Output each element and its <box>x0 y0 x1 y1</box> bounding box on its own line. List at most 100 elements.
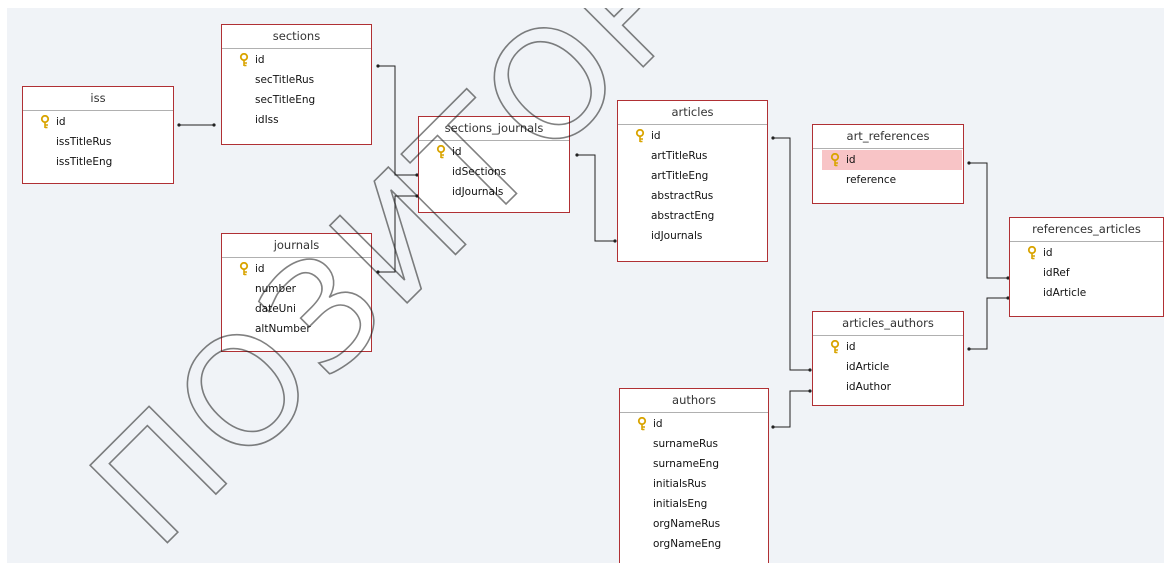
field[interactable]: altNumber <box>222 319 371 339</box>
field-label: reference <box>846 174 897 186</box>
key-icon <box>830 153 840 167</box>
table-journals[interactable]: journals id number dateUni altNumber <box>221 233 372 352</box>
field[interactable]: secTitleRus <box>222 70 371 90</box>
field[interactable]: issTitleRus <box>23 132 173 152</box>
field-primary-key[interactable]: id <box>23 112 173 132</box>
field-label: idArticle <box>1043 287 1087 299</box>
field[interactable]: abstractEng <box>618 206 767 226</box>
field-label: id <box>452 146 462 158</box>
field-label: id <box>846 154 856 166</box>
field-primary-key[interactable]: id <box>419 142 569 162</box>
field[interactable]: initialsEng <box>620 494 768 514</box>
field[interactable]: initialsRus <box>620 474 768 494</box>
table-title: articles_authors <box>813 312 963 336</box>
field-label: secTitleRus <box>255 74 315 86</box>
field[interactable]: reference <box>813 170 963 190</box>
relationship-art-references-references-articles <box>969 162 1008 279</box>
table-art-references[interactable]: art_references id reference <box>812 124 964 204</box>
field[interactable]: surnameRus <box>620 434 768 454</box>
field[interactable]: abstractRus <box>618 186 767 206</box>
field-label: idArticle <box>846 361 890 373</box>
key-icon <box>239 53 249 67</box>
field-label: secTitleEng <box>255 94 316 106</box>
table-title: articles <box>618 101 767 125</box>
field[interactable]: idRef <box>1010 263 1163 283</box>
relationship-articles-articles-authors <box>773 137 810 371</box>
field-primary-key[interactable]: id <box>620 414 768 434</box>
field[interactable]: surnameEng <box>620 454 768 474</box>
relationship-journals-sections-journals <box>378 195 417 273</box>
table-title: journals <box>222 234 371 258</box>
field-primary-key[interactable]: id <box>618 126 767 146</box>
field[interactable]: orgNameRus <box>620 514 768 534</box>
field-label: id <box>56 116 66 128</box>
field[interactable]: secTitleEng <box>222 90 371 110</box>
table-title: sections_journals <box>419 117 569 141</box>
field[interactable]: issTitleEng <box>23 152 173 172</box>
field-primary-key[interactable]: id <box>222 50 371 70</box>
key-icon <box>637 417 647 431</box>
field-label: number <box>255 283 296 295</box>
field-list: id idSections idJournals <box>419 141 569 202</box>
table-iss[interactable]: iss id issTitleRus issTitleEng <box>22 86 174 184</box>
field-label: issTitleEng <box>56 156 113 168</box>
field-primary-key[interactable]: id <box>813 337 963 357</box>
field-label: dateUni <box>255 303 296 315</box>
field-label: idIss <box>255 114 279 126</box>
field[interactable]: artTitleRus <box>618 146 767 166</box>
field[interactable]: orgNameEng <box>620 534 768 554</box>
field-label: id <box>846 341 856 353</box>
field-list: id surnameRus surnameEng initialsRus ini… <box>620 413 768 554</box>
field-primary-key-selected[interactable]: id <box>822 150 962 170</box>
relationship-sections-journals-articles <box>577 154 615 242</box>
field-label: abstractRus <box>651 190 714 202</box>
key-icon <box>1027 246 1037 260</box>
table-title: art_references <box>813 125 963 149</box>
field-primary-key[interactable]: id <box>222 259 371 279</box>
field-label: id <box>653 418 663 430</box>
field-list: id number dateUni altNumber <box>222 258 371 339</box>
field[interactable]: idJournals <box>618 226 767 246</box>
relationship-sections-sections-journals <box>378 65 417 176</box>
field-primary-key[interactable]: id <box>1010 243 1163 263</box>
field-label: idSections <box>452 166 507 178</box>
table-title: sections <box>222 25 371 49</box>
field[interactable]: dateUni <box>222 299 371 319</box>
relationship-lines <box>177 64 1010 429</box>
key-icon <box>635 129 645 143</box>
relationships-canvas: iss id issTitleRus issTitleEng sections … <box>7 8 1164 563</box>
field[interactable]: idIss <box>222 110 371 130</box>
key-icon <box>40 115 50 129</box>
field-list: id reference <box>813 149 963 190</box>
table-articles-authors[interactable]: articles_authors id idArticle idAuthor <box>812 311 964 406</box>
field-list: id idRef idArticle <box>1010 242 1163 303</box>
field[interactable]: idSections <box>419 162 569 182</box>
table-articles[interactable]: articles id artTitleRus artTitleEng abst… <box>617 100 768 262</box>
field-label: idJournals <box>452 186 504 198</box>
field-label: id <box>255 263 265 275</box>
relationship-authors-articles-authors <box>773 390 810 428</box>
field[interactable]: number <box>222 279 371 299</box>
table-authors[interactable]: authors id surnameRus surnameEng initial… <box>619 388 769 563</box>
field[interactable]: artTitleEng <box>618 166 767 186</box>
field[interactable]: idJournals <box>419 182 569 202</box>
table-references-articles[interactable]: references_articles id idRef idArticle <box>1009 217 1164 317</box>
field-label: surnameEng <box>653 458 719 470</box>
key-icon <box>436 145 446 159</box>
field-label: initialsRus <box>653 478 707 490</box>
field[interactable]: idArticle <box>813 357 963 377</box>
field-label: artTitleRus <box>651 150 708 162</box>
field-label: altNumber <box>255 323 311 335</box>
field-label: abstractEng <box>651 210 715 222</box>
field-label: orgNameEng <box>653 538 722 550</box>
field[interactable]: idArticle <box>1010 283 1163 303</box>
table-sections-journals[interactable]: sections_journals id idSections idJourna… <box>418 116 570 213</box>
table-sections[interactable]: sections id secTitleRus secTitleEng idIs… <box>221 24 372 145</box>
field-list: id issTitleRus issTitleEng <box>23 111 173 172</box>
field[interactable]: idAuthor <box>813 377 963 397</box>
relationship-articles-authors-references-articles <box>969 297 1008 350</box>
field-label: id <box>651 130 661 142</box>
field-label: idRef <box>1043 267 1070 279</box>
field-label: id <box>1043 247 1053 259</box>
field-label: issTitleRus <box>56 136 112 148</box>
